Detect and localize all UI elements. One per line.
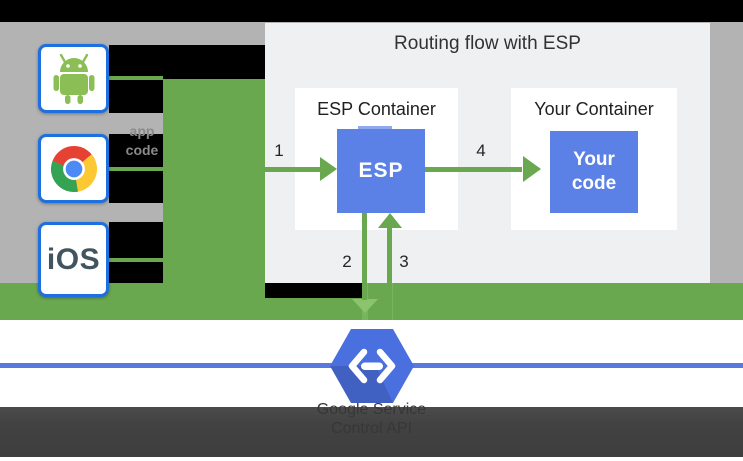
service-label-line1: Google Service [316,401,427,418]
background-cutout [109,222,165,283]
arrow-4-line [425,167,522,172]
down-arrowhead-in-band [352,299,378,313]
service-label-line2: Control API [331,420,412,437]
step-2-label: 2 [342,252,352,271]
android-connector-line [109,76,163,80]
arrow-2-line [362,213,367,300]
chrome-icon [50,145,97,192]
esp-container-label: ESP Container [317,99,436,119]
your-container-label: Your Container [534,99,654,119]
arrow-4-head [523,156,541,182]
ios-label: iOS [46,242,101,276]
arrow-1-head [320,157,337,181]
ios-client-box: iOS [38,222,109,297]
esp-box: ESP [337,129,425,213]
esp-box-notch [358,126,392,130]
your-code-line1: Your [573,149,615,170]
background-cutout [163,45,265,79]
bottom-dark-band [0,407,743,457]
chrome-connector-line [109,167,163,171]
step-3-label: 3 [399,252,409,271]
step-4-label: 4 [476,141,486,160]
arrow-3-line [387,227,392,320]
app-code-note-line1: app [129,123,155,139]
android-icon [53,53,94,104]
traffic-green-band-vertical [163,79,265,284]
cloud-endpoints-icon [330,329,414,403]
step-1-label: 1 [274,141,284,160]
chrome-client-box [38,134,109,203]
android-client-box [38,44,109,113]
app-code-note: app code [121,122,163,160]
arrow-3-head [378,213,402,228]
app-code-note-line2: code [125,142,159,158]
panel-title: Routing flow with ESP [394,33,581,54]
panel-shadow [265,283,365,298]
esp-box-label: ESP [358,159,404,182]
your-code-box: Your code [550,131,638,213]
your-code-line2: code [571,173,617,194]
top-black-band [0,0,743,22]
arrow-1-line [265,167,321,172]
ios-connector-line [109,258,163,262]
